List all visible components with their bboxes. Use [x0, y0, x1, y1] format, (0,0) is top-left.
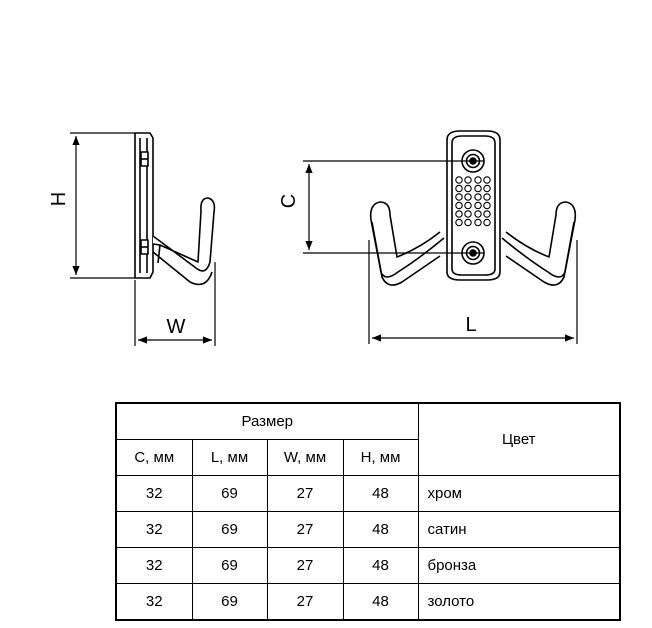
- column-header-w: W, мм: [266, 439, 344, 476]
- cell-h: 48: [342, 475, 419, 512]
- dot: [464, 210, 472, 218]
- dot: [483, 184, 491, 193]
- dot: [455, 218, 463, 227]
- cell-c: 32: [115, 547, 193, 584]
- side-view: [134, 132, 216, 286]
- length-label: L: [465, 314, 476, 336]
- table-row: 32 69 27 48 хром: [115, 475, 621, 512]
- cell-color: золото: [417, 583, 621, 621]
- hook-technical-drawing: H W C L: [48, 130, 578, 346]
- cell-color: хром: [417, 475, 621, 512]
- height-label: H: [48, 192, 70, 206]
- cell-c: 32: [115, 511, 193, 548]
- dot: [464, 184, 472, 193]
- column-header-l: L, мм: [191, 439, 268, 476]
- dot: [464, 218, 472, 227]
- dot: [464, 193, 472, 201]
- dot: [483, 176, 491, 184]
- cell-c: 32: [115, 475, 193, 512]
- dot: [464, 176, 472, 184]
- cell-c: 32: [115, 583, 193, 621]
- cell-l: 69: [191, 547, 268, 584]
- front-view: [369, 130, 577, 286]
- spec-table: Размер Цвет C, мм L, мм W, мм H, мм 32 6…: [115, 402, 621, 621]
- dot: [455, 210, 463, 218]
- dot: [474, 201, 482, 210]
- cell-h: 48: [342, 511, 419, 548]
- cell-w: 27: [266, 547, 344, 584]
- cell-color: сатин: [417, 511, 621, 548]
- dot: [483, 193, 491, 201]
- dot: [474, 184, 482, 193]
- dot: [483, 218, 491, 227]
- cell-w: 27: [266, 583, 344, 621]
- cell-w: 27: [266, 475, 344, 512]
- center-distance-dimension: [303, 160, 484, 254]
- table-row: 32 69 27 48 золото: [115, 583, 621, 621]
- cell-l: 69: [191, 583, 268, 621]
- table-header-row: Размер Цвет: [115, 402, 621, 476]
- column-header-h: H, мм: [342, 439, 419, 476]
- column-header-c: C, мм: [115, 439, 193, 476]
- dot: [474, 218, 482, 227]
- color-header: Цвет: [417, 402, 621, 476]
- center-distance-label: C: [278, 194, 300, 208]
- cell-w: 27: [266, 511, 344, 548]
- height-dimension: [70, 132, 135, 279]
- cell-color: бронза: [417, 547, 621, 584]
- dot: [455, 184, 463, 193]
- dot: [455, 201, 463, 210]
- dot: [474, 210, 482, 218]
- cell-h: 48: [342, 583, 419, 621]
- table-subheader-row: C, мм L, мм W, мм H, мм: [115, 439, 620, 476]
- width-label: W: [167, 316, 186, 338]
- table-row: 32 69 27 48 сатин: [115, 511, 621, 548]
- dot: [455, 193, 463, 201]
- cell-l: 69: [191, 475, 268, 512]
- dot: [474, 193, 482, 201]
- dot-pattern: [455, 176, 491, 227]
- dot: [483, 201, 491, 210]
- dot: [464, 201, 472, 210]
- cell-h: 48: [342, 547, 419, 584]
- size-group-header: Размер: [115, 402, 419, 440]
- dot: [474, 176, 482, 184]
- dot: [483, 210, 491, 218]
- table-row: 32 69 27 48 бронза: [115, 547, 621, 584]
- cell-l: 69: [191, 511, 268, 548]
- width-dimension: [134, 262, 216, 346]
- dot: [455, 176, 463, 184]
- length-dimension: [368, 240, 578, 344]
